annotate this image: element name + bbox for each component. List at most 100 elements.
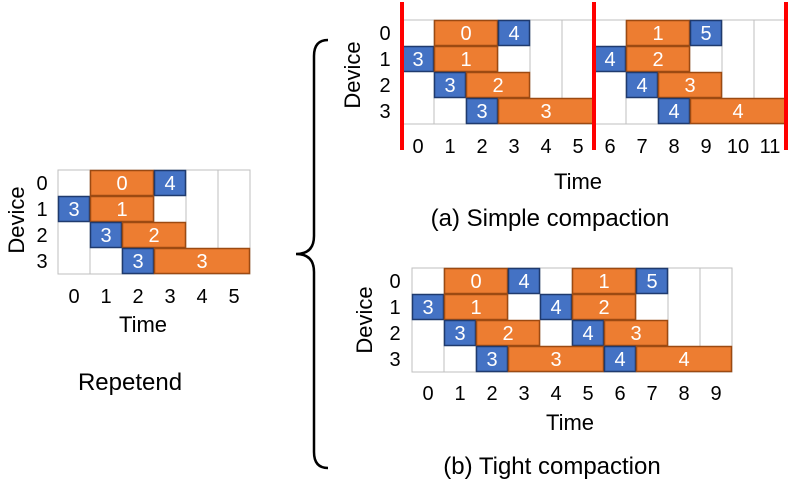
time-tick-label: 4 — [196, 286, 207, 308]
backward-block — [443, 319, 477, 347]
device-tick-label: 0 — [389, 271, 400, 293]
forward-block — [603, 319, 669, 347]
backward-block — [57, 195, 91, 223]
time-tick-label: 1 — [454, 383, 465, 405]
backward-block — [603, 345, 637, 373]
backward-block — [657, 97, 691, 125]
backward-block — [497, 19, 531, 47]
forward-block-label: 0 — [470, 271, 481, 293]
time-tick-label: 10 — [727, 136, 749, 158]
time-tick-label: 3 — [164, 286, 175, 308]
forward-block-label: 1 — [116, 199, 127, 221]
time-tick-label: 6 — [604, 136, 615, 158]
device-tick-label: 0 — [36, 173, 47, 195]
backward-block — [121, 247, 155, 275]
backward-block — [689, 19, 723, 47]
time-tick-label: 5 — [228, 286, 239, 308]
forward-block — [497, 97, 595, 125]
time-tick-label: 2 — [132, 286, 143, 308]
forward-block — [433, 45, 499, 73]
repetend-ylabel: Device — [4, 186, 29, 253]
device-tick-label: 1 — [36, 199, 47, 221]
backward-block-label: 4 — [636, 75, 647, 97]
time-tick-label: 0 — [412, 136, 423, 158]
backward-block-label: 4 — [518, 271, 529, 293]
curly-brace — [295, 38, 329, 470]
backward-block-label: 4 — [582, 323, 593, 345]
forward-block-label: 3 — [196, 251, 207, 273]
backward-block — [433, 71, 467, 99]
backward-block-label: 3 — [486, 349, 497, 371]
forward-block-label: 4 — [732, 101, 743, 123]
backward-block-label: 4 — [614, 349, 625, 371]
backward-block-label: 3 — [422, 297, 433, 319]
backward-block — [475, 345, 509, 373]
time-tick-label: 3 — [518, 383, 529, 405]
forward-block-label: 2 — [148, 225, 159, 247]
device-tick-label: 0 — [379, 23, 390, 45]
backward-block — [625, 71, 659, 99]
forward-block-label: 1 — [652, 23, 663, 45]
forward-block-label: 2 — [492, 75, 503, 97]
backward-block — [635, 267, 669, 295]
device-tick-label: 3 — [36, 251, 47, 273]
backward-block-label: 3 — [100, 225, 111, 247]
repetend-caption: Repetend — [78, 369, 182, 396]
time-tick-label: 11 — [760, 136, 781, 158]
simple-ylabel: Device — [340, 41, 365, 108]
backward-block-label: 3 — [132, 251, 143, 273]
forward-block — [657, 71, 723, 99]
forward-block-label: 3 — [550, 349, 561, 371]
forward-block-label: 1 — [460, 49, 471, 71]
time-tick-label: 1 — [100, 286, 111, 308]
device-tick-label: 3 — [379, 101, 390, 123]
forward-block-label: 2 — [652, 49, 663, 71]
time-tick-label: 6 — [614, 383, 625, 405]
tight-ylabel: Device — [352, 286, 377, 353]
backward-block-label: 4 — [668, 101, 679, 123]
backward-block — [89, 221, 123, 249]
forward-block-label: 3 — [540, 101, 551, 123]
backward-block — [411, 293, 445, 321]
time-tick-label: 8 — [678, 383, 689, 405]
backward-block-label: 4 — [604, 49, 615, 71]
forward-block — [625, 45, 691, 73]
backward-block — [539, 293, 573, 321]
forward-block-label: 3 — [630, 323, 641, 345]
backward-block-label: 3 — [444, 75, 455, 97]
backward-block-label: 4 — [550, 297, 561, 319]
backward-block — [507, 267, 541, 295]
tight-caption: (b) Tight compaction — [443, 453, 660, 480]
forward-block-label: 0 — [460, 23, 471, 45]
forward-block — [465, 71, 531, 99]
backward-block-label: 3 — [68, 199, 79, 221]
backward-block-label: 3 — [476, 101, 487, 123]
repetend-xlabel: Time — [119, 312, 167, 337]
forward-block — [121, 221, 187, 249]
time-tick-label: 9 — [710, 383, 721, 405]
forward-block — [89, 169, 155, 197]
forward-block — [153, 247, 251, 275]
backward-block-label: 5 — [646, 271, 657, 293]
time-tick-label: 5 — [582, 383, 593, 405]
time-tick-label: 0 — [422, 383, 433, 405]
forward-block-label: 1 — [470, 297, 481, 319]
forward-block — [625, 19, 691, 47]
forward-block-label: 2 — [502, 323, 513, 345]
forward-block — [571, 267, 637, 295]
simple-caption: (a) Simple compaction — [431, 205, 670, 232]
backward-block — [153, 169, 187, 197]
forward-block-label: 2 — [598, 297, 609, 319]
forward-block-label: 3 — [684, 75, 695, 97]
simple-xlabel: Time — [554, 169, 602, 194]
forward-block-label: 0 — [116, 173, 127, 195]
forward-block — [507, 345, 605, 373]
backward-block — [593, 45, 627, 73]
forward-block — [443, 267, 509, 295]
device-tick-label: 2 — [379, 75, 390, 97]
forward-block — [635, 345, 733, 373]
device-tick-label: 2 — [36, 225, 47, 247]
